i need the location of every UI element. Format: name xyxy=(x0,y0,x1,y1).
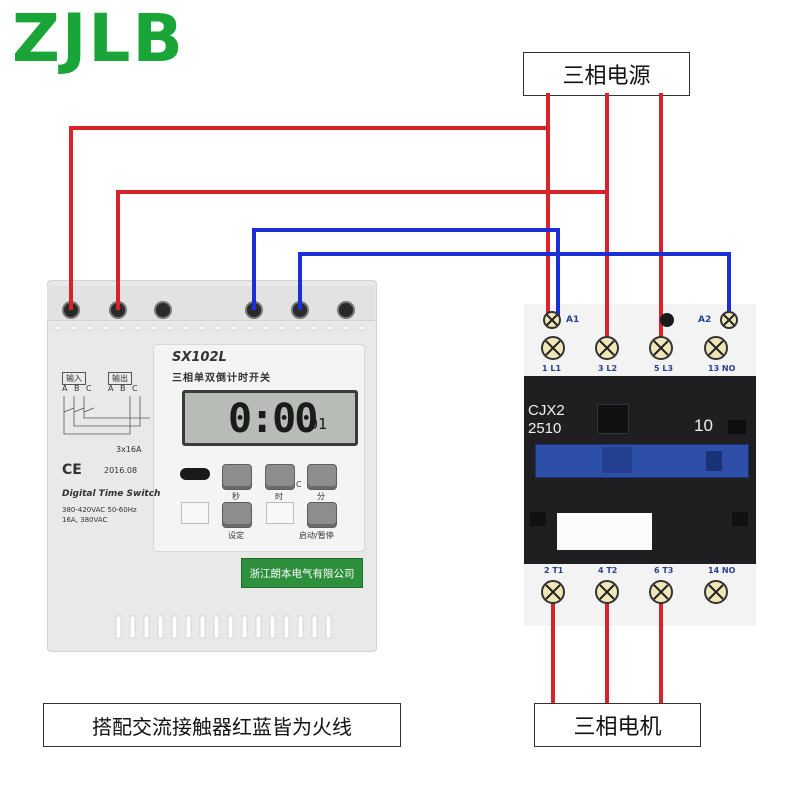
motor-label: 三相电机 xyxy=(534,703,701,747)
output-terminals: A B C xyxy=(108,384,140,393)
terminal-label-l3: 5 L3 xyxy=(654,364,674,373)
button-top-2[interactable] xyxy=(265,464,295,490)
contactor-mount-right xyxy=(732,512,748,526)
internal-schematic xyxy=(60,394,150,449)
terminal-label-14no: 14 NO xyxy=(708,566,736,575)
lcd-display xyxy=(182,390,358,446)
terminal-label-t2: 4 T2 xyxy=(598,566,618,575)
input-terminals: A B C xyxy=(62,384,94,393)
label-c: C xyxy=(296,480,302,489)
manufacturer-strip: 浙江朗本电气有限公司 xyxy=(241,558,363,588)
blank-slot-1 xyxy=(181,502,209,524)
red-wire-l2 xyxy=(116,93,609,310)
contactor-mount-left xyxy=(530,512,546,526)
contactor-blue-bar xyxy=(535,444,749,478)
note-label: 搭配交流接触器红蓝皆为火线 xyxy=(43,703,401,747)
contactor-label-plate xyxy=(557,513,652,550)
button-top-1[interactable] xyxy=(222,464,252,490)
label-hours: 时 xyxy=(275,492,283,501)
output-label: 输出 xyxy=(108,372,132,385)
terminal-label-t3: 6 T3 xyxy=(654,566,674,575)
label-start-pause: 启动/暂停 xyxy=(299,531,334,540)
contactor-screws xyxy=(541,311,738,604)
contactor-model: CJX2 xyxy=(528,402,565,419)
manufacture-date: 2016.08 xyxy=(104,466,138,475)
start-pause-button[interactable] xyxy=(307,502,337,528)
label-minutes: 分 xyxy=(317,492,325,501)
timer-vents xyxy=(96,612,358,648)
brand-logo: ZJLB xyxy=(12,0,185,77)
spec-current: 16A, 380VAC xyxy=(62,516,108,524)
lcd-seconds: 01 xyxy=(309,415,328,433)
contactor-slot-right xyxy=(728,420,746,434)
terminal-label-l2: 3 L2 xyxy=(598,364,618,373)
timer-model: SX102L xyxy=(172,350,227,365)
blue-wire-a1 xyxy=(252,228,560,320)
timer-terminal-3 xyxy=(154,301,172,319)
lcd-time: 0:00 xyxy=(228,396,318,442)
blue-wire-a2 xyxy=(298,252,731,320)
status-led xyxy=(180,468,210,480)
terminal-label-l1: 1 L1 xyxy=(542,364,562,373)
contactor-slot xyxy=(597,404,629,434)
contactor-center-hole xyxy=(660,313,674,327)
label-set: 设定 xyxy=(228,531,244,540)
red-wire-l1 xyxy=(69,93,550,310)
device-name-en: Digital Time Switch xyxy=(62,489,161,499)
spec-voltage: 380-420VAC 50-60Hz xyxy=(62,506,137,514)
terminal-label-t1: 2 T1 xyxy=(544,566,564,575)
set-button[interactable] xyxy=(222,502,252,528)
timer-terminal-6 xyxy=(337,301,355,319)
power-supply-label: 三相电源 xyxy=(523,52,690,96)
rating-small: 3x16A xyxy=(116,445,142,454)
coil-a2-label: A2 xyxy=(698,315,712,325)
button-top-3[interactable] xyxy=(307,464,337,490)
contactor-model-number: 2510 xyxy=(528,420,562,437)
contactor-rating: 10 xyxy=(694,416,713,435)
timer-top-terminal-strip xyxy=(47,286,375,321)
label-seconds: 秒 xyxy=(232,492,240,501)
coil-a1-label: A1 xyxy=(566,315,580,325)
timer-subtitle: 三相单双倒计时开关 xyxy=(172,373,271,384)
input-label: 输入 xyxy=(62,372,86,385)
blank-slot-2 xyxy=(266,502,294,524)
terminal-label-13no: 13 NO xyxy=(708,364,736,373)
ce-mark: CE xyxy=(62,462,82,478)
